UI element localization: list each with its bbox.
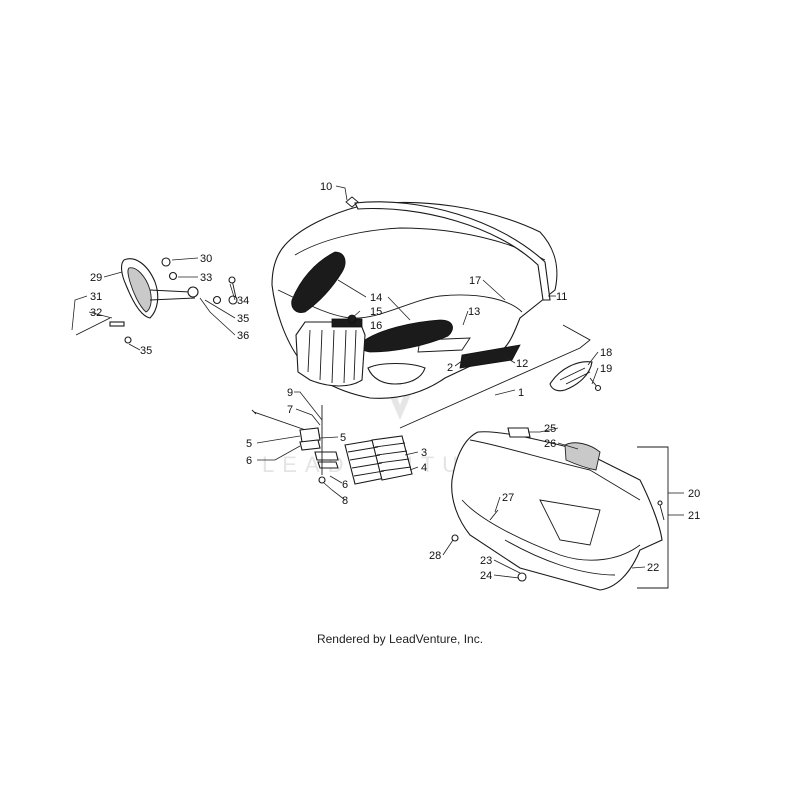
callout-13: 13 xyxy=(468,306,480,318)
storage-tray xyxy=(451,427,665,591)
callout-27: 27 xyxy=(502,492,514,504)
callout-14: 14 xyxy=(370,292,382,304)
callout-31: 31 xyxy=(90,291,102,303)
credit-line: Rendered by LeadVenture, Inc. xyxy=(316,632,484,646)
callout-20: 20 xyxy=(688,488,700,500)
callout-33: 33 xyxy=(200,272,212,284)
callout-25: 25 xyxy=(544,423,556,435)
bracket-18 xyxy=(549,361,602,392)
callout-10: 10 xyxy=(320,181,332,193)
callout-26: 26 xyxy=(544,438,556,450)
bracket-lines-1 xyxy=(399,324,591,429)
callout-28: 28 xyxy=(429,550,441,562)
callout-36: 36 xyxy=(237,330,249,342)
headlight-assembly-left xyxy=(75,257,238,344)
callout-16: 16 xyxy=(370,320,382,332)
callout-labels: 1 2 3 4 5 5 6 6 7 8 9 10 11 12 13 14 15 … xyxy=(90,181,700,582)
callout-15: 15 xyxy=(370,306,382,318)
bracket-lines-20-21 xyxy=(637,446,669,589)
callout-5-right: 5 xyxy=(340,432,346,444)
callout-6-right: 6 xyxy=(342,479,348,491)
leader-lines xyxy=(71,185,684,579)
callout-22: 22 xyxy=(647,562,659,574)
callout-35-right: 35 xyxy=(237,313,249,325)
clip-10 xyxy=(345,196,359,208)
callout-34: 34 xyxy=(237,295,249,307)
callout-11: 11 xyxy=(556,291,567,303)
callout-24: 24 xyxy=(480,570,492,582)
callout-2: 2 xyxy=(447,362,453,374)
callout-17: 17 xyxy=(469,275,481,287)
callout-1: 1 xyxy=(518,387,524,399)
callout-7: 7 xyxy=(287,404,293,416)
callout-21: 21 xyxy=(688,510,700,522)
screens-and-brackets xyxy=(251,405,413,485)
callout-29: 29 xyxy=(90,272,102,284)
hood-assembly xyxy=(271,201,558,399)
callout-12: 12 xyxy=(516,358,528,370)
callout-19: 19 xyxy=(600,363,612,375)
callout-9: 9 xyxy=(287,387,293,399)
callout-4: 4 xyxy=(421,462,427,474)
callout-35-bottom: 35 xyxy=(140,345,152,357)
callout-18: 18 xyxy=(600,347,612,359)
callout-8: 8 xyxy=(342,495,348,507)
callout-30: 30 xyxy=(200,253,212,265)
trim-strip xyxy=(354,201,551,301)
callout-23: 23 xyxy=(480,555,492,567)
callout-5-left: 5 xyxy=(246,438,252,450)
callout-6-left: 6 xyxy=(246,455,252,467)
callout-32: 32 xyxy=(90,307,102,319)
callout-3: 3 xyxy=(421,447,427,459)
